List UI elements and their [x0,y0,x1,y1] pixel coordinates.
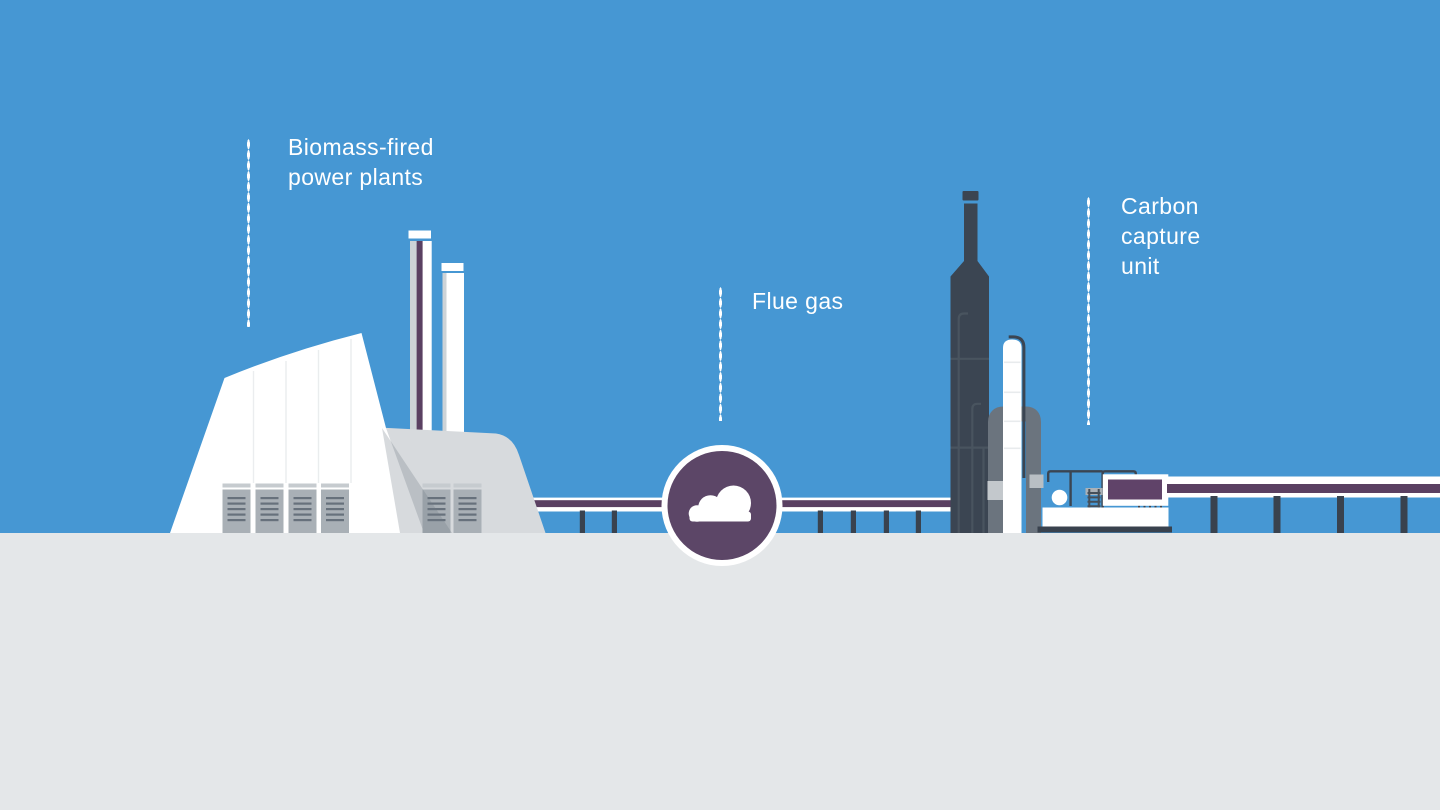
storage-tank [1042,507,1169,528]
ground [0,533,1440,810]
column-top-pipe [1008,335,1026,478]
label-flue-gas: Flue gas [752,288,844,314]
power-plant-chimneys [408,230,464,439]
building-seams [252,339,352,483]
leader-line-biomass [247,139,251,327]
cloud-icon [688,485,751,522]
compressor-panel [1108,479,1162,500]
pipeline-supports [579,510,921,535]
leader-line-flue-gas [719,287,723,421]
label-biomass-power-plants: Biomass-fired power plants [288,134,434,190]
plant-main-building [170,333,424,533]
plant-side-building [379,427,546,533]
capture-tower [950,203,989,533]
export-pipeline-supports [1210,496,1408,534]
valve-circle [1051,489,1068,506]
flue-gas-badge [661,445,783,566]
carbon-capture-unit [950,191,1172,533]
tower-piping-lines [950,312,989,533]
biomass-power-plant [170,333,546,534]
leader-line-carbon-capture [1087,197,1091,425]
label-carbon-capture-unit: Carbon capture unit [1121,193,1201,279]
building-shadow [382,428,452,533]
absorber-column [1003,339,1022,533]
absorber-segments [1004,361,1021,450]
process-piping [1047,470,1137,509]
co2-export-pipeline [1167,476,1440,534]
